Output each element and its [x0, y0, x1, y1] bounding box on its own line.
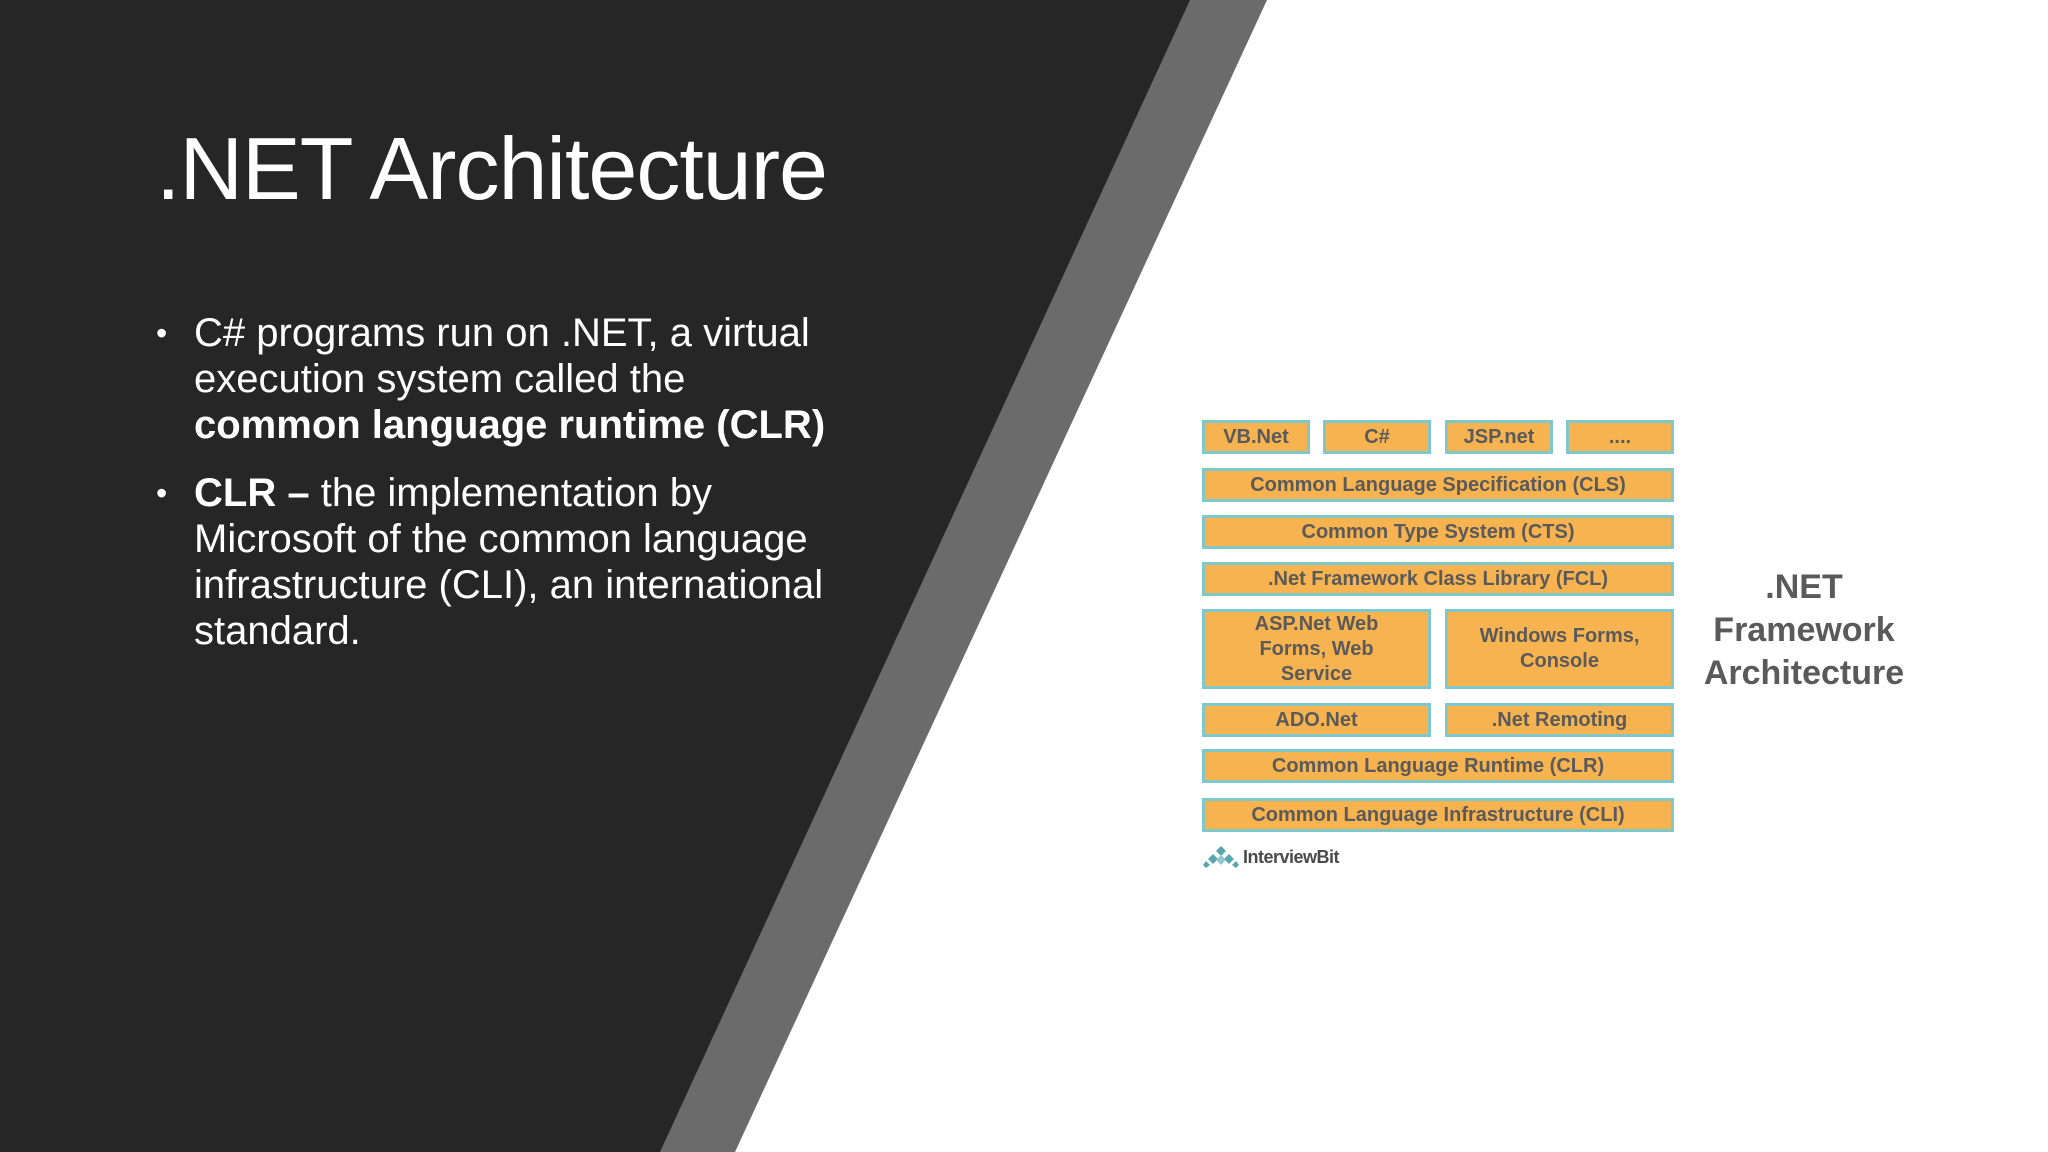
bullet-dot-icon: •: [156, 475, 168, 511]
interviewbit-logo: InterviewBit: [1203, 845, 1340, 869]
bullet-list: • C# programs run on .NET, a virtual exe…: [152, 310, 852, 676]
cls-box: Common Language Specification (CLS): [1202, 468, 1674, 502]
bullet-bold-text: CLR –: [194, 471, 310, 515]
bullet-text: C# programs run on .NET, a virtual execu…: [194, 311, 810, 401]
net-remoting-box: .Net Remoting: [1445, 703, 1674, 737]
ado-net-box: ADO.Net: [1202, 703, 1431, 737]
bullet-text: the implementation by Microsoft of the c…: [194, 471, 824, 653]
bullet-item: • C# programs run on .NET, a virtual exe…: [152, 310, 852, 448]
fcl-box: .Net Framework Class Library (FCL): [1202, 562, 1674, 596]
dark-panel: [0, 0, 1190, 1152]
language-box-vbnet: VB.Net: [1202, 420, 1310, 454]
caption-line: Architecture: [1703, 654, 1905, 692]
cli-box: Common Language Infrastructure (CLI): [1202, 798, 1674, 832]
web-forms-box: ASP.Net Web Forms, Web Service: [1202, 609, 1431, 689]
caption-line: .NET: [1765, 568, 1843, 606]
slide-title: .NET Architecture: [156, 119, 828, 218]
bullet-item: • CLR – the implementation by Microsoft …: [152, 470, 852, 654]
windows-forms-box: Windows Forms, Console: [1445, 609, 1674, 689]
interviewbit-logo-icon: [1203, 846, 1239, 868]
bullet-bold-text: common language runtime (CLR): [194, 403, 826, 447]
brand-name: InterviewBit: [1243, 846, 1340, 867]
diagram-caption: .NET Framework Architecture: [1690, 566, 1918, 695]
cts-box: Common Type System (CTS): [1202, 515, 1674, 549]
caption-line: Framework: [1713, 611, 1895, 649]
language-box-csharp: C#: [1323, 420, 1431, 454]
clr-box: Common Language Runtime (CLR): [1202, 749, 1674, 783]
bullet-dot-icon: •: [156, 315, 168, 351]
language-box-more: ....: [1566, 420, 1674, 454]
language-box-jspnet: JSP.net: [1445, 420, 1553, 454]
